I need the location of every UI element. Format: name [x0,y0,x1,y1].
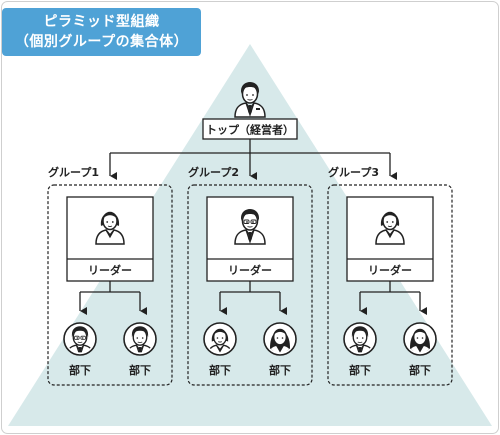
group-2-label: グループ2 [188,165,239,179]
group-1-leader-label: リーダー [88,263,132,277]
group-3-member-2-label: 部下 [409,363,431,377]
top-connectors [109,139,397,180]
group-1-member-1-label: 部下 [69,363,91,377]
group-1-label: グループ1 [48,165,99,179]
group-2-member-1-label: 部下 [209,363,231,377]
title-line-1: ピラミッド型組織 [43,14,160,30]
group-2-member-2-label: 部下 [269,363,291,377]
group-3-leader-label: リーダー [368,263,412,277]
title-line-2: （個別グループの集合体） [14,34,189,50]
group-1: リーダー 部下 部下 [47,184,173,386]
group-3: リーダー 部下 部下 [327,184,453,386]
group-2-frame [187,184,313,386]
group-3-frame [327,184,453,386]
top-executive: トップ（経営者） [202,82,298,140]
group-1-member-2-label: 部下 [129,363,151,377]
group-3-member-1-label: 部下 [349,363,371,377]
group-2-leader-label: リーダー [228,263,272,277]
group-2: リーダー 部下 部下 [187,184,313,386]
group-1-frame [47,184,173,386]
title-badge: ピラミッド型組織 （個別グループの集合体） [2,8,201,56]
top-label: トップ（経営者） [206,123,294,137]
group-3-label: グループ3 [328,165,379,179]
